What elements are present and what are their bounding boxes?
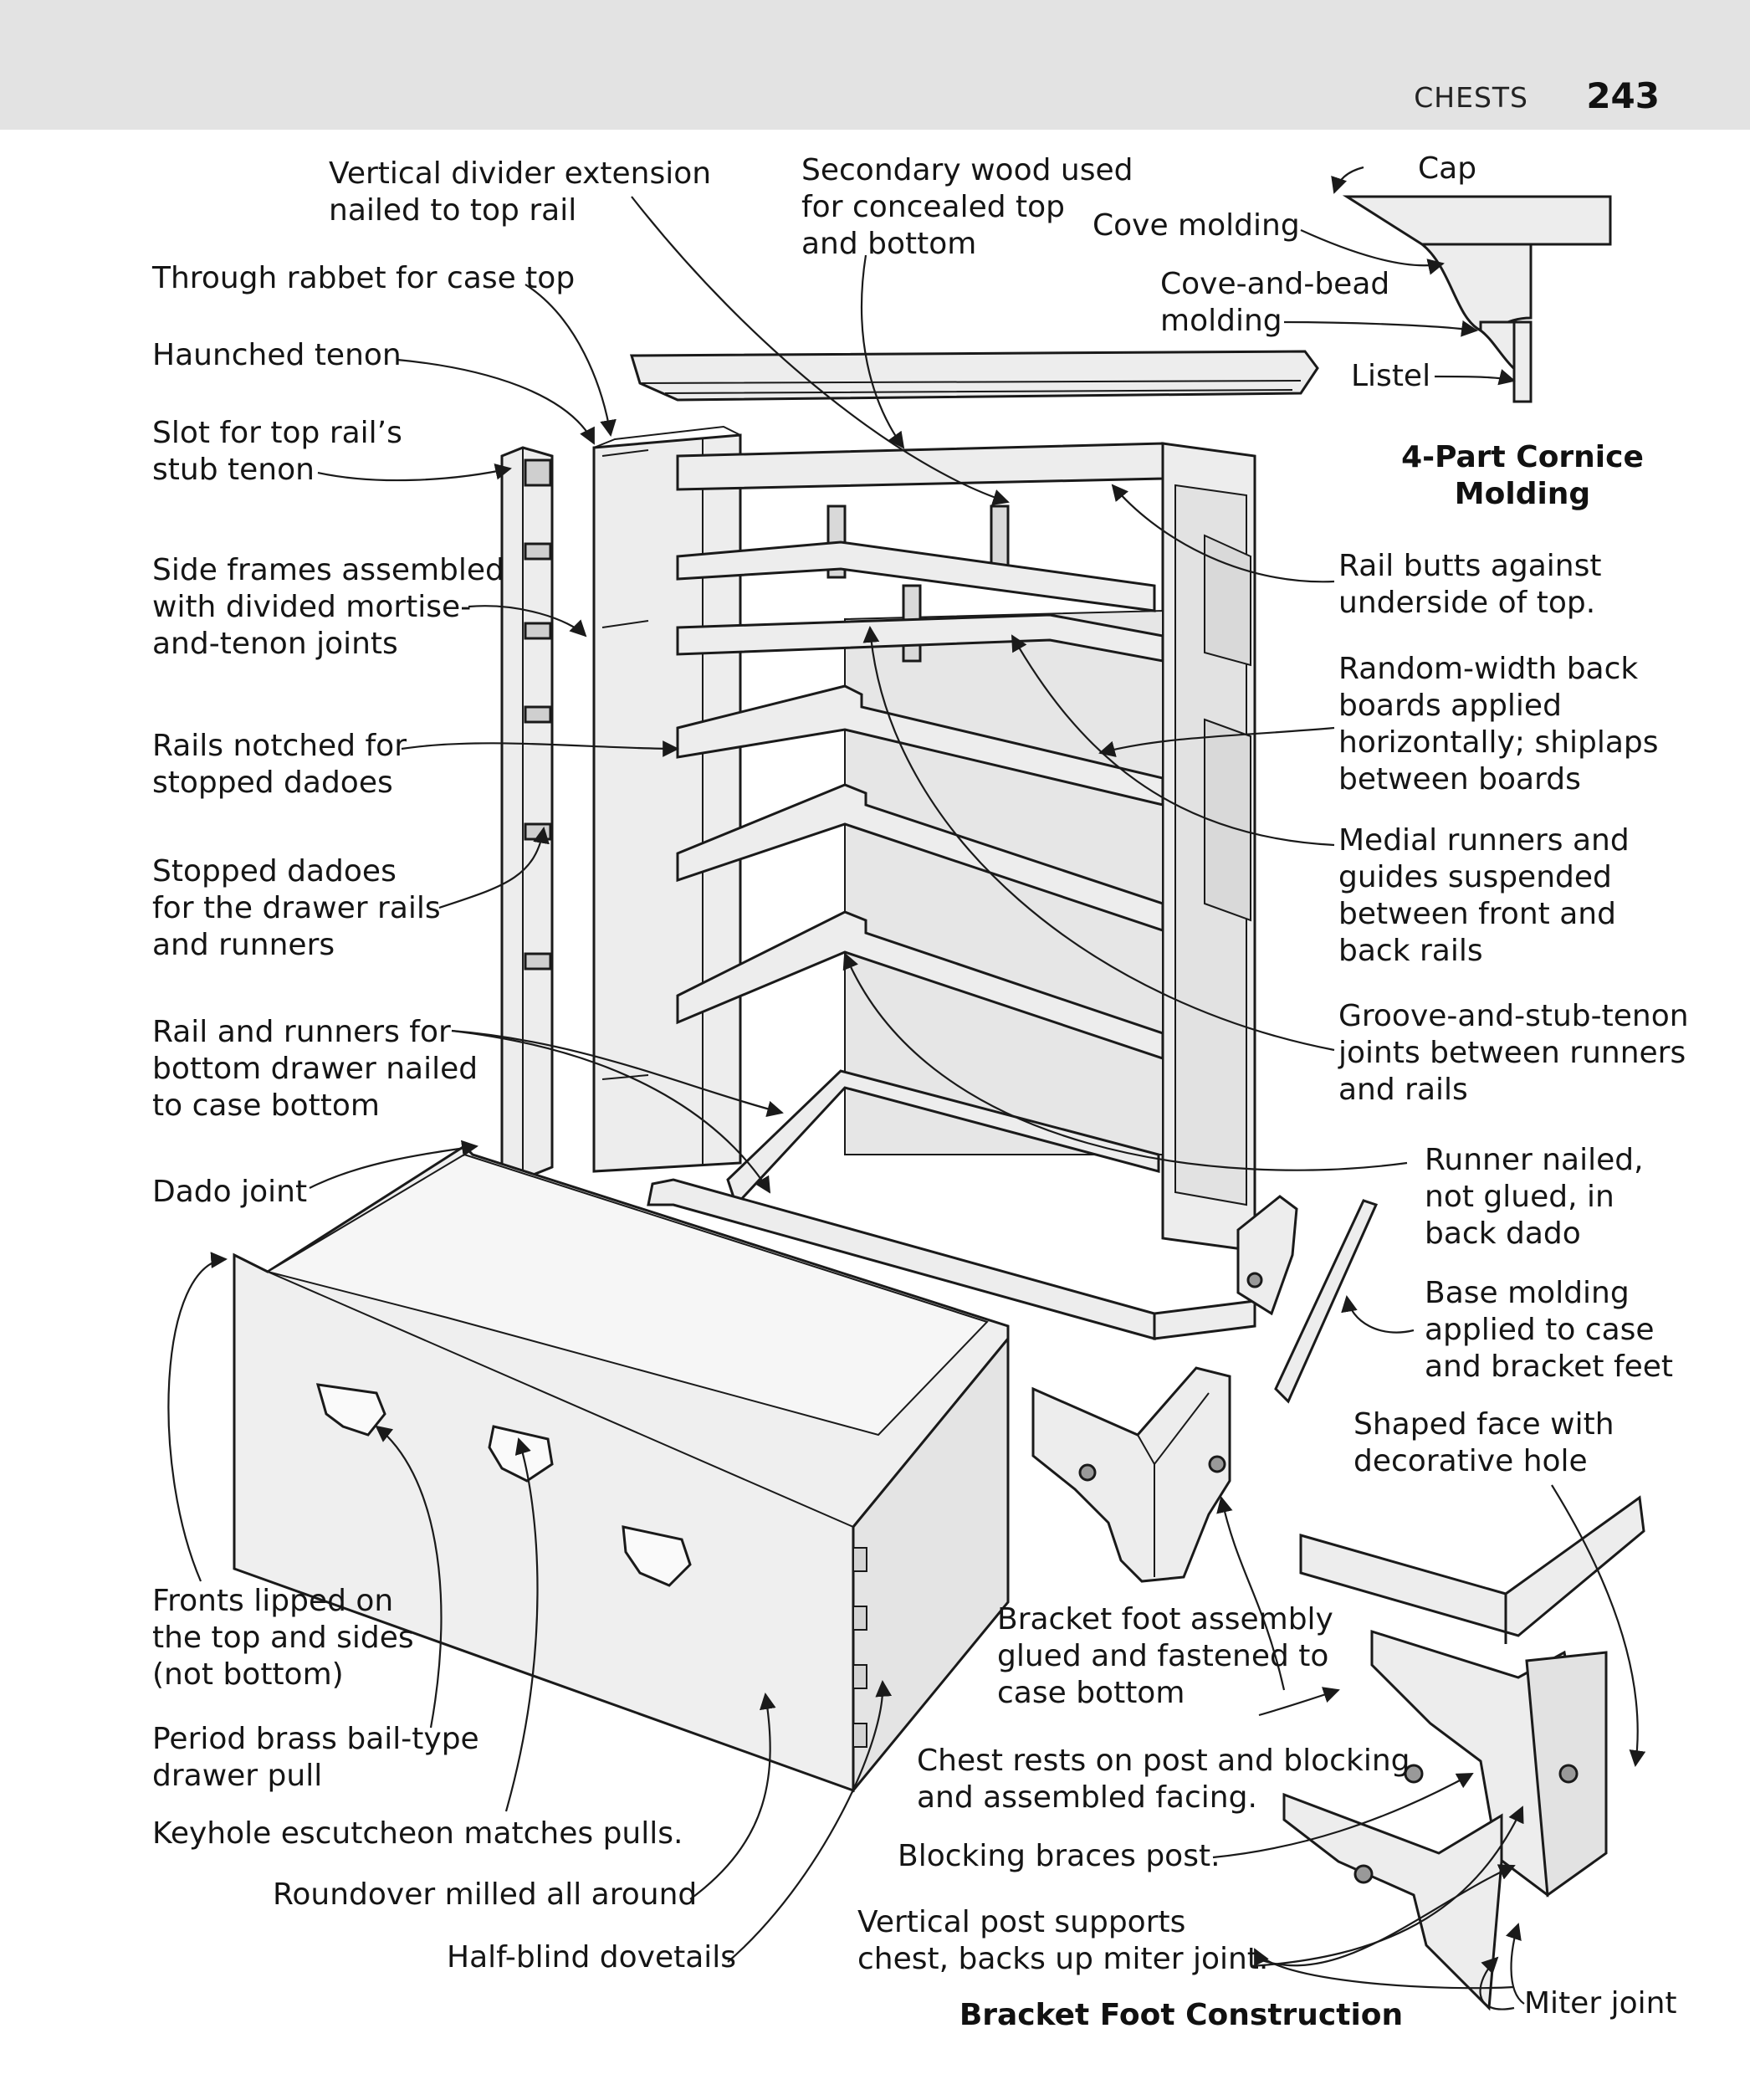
label-side-frames: Side frames assembled with divided morti… <box>152 553 504 661</box>
label-cove: Cove molding <box>1092 208 1300 243</box>
label-slot-top-rail: Slot for top rail’s stub tenon <box>152 416 402 487</box>
bracket-foot-assembly <box>1031 1366 1231 1583</box>
label-rail-runners-bottom: Rail and runners for bottom drawer naile… <box>152 1015 478 1123</box>
label-blocking: Blocking braces post. <box>898 1839 1220 1873</box>
label-listel: Listel <box>1351 359 1431 393</box>
label-through-rabbet: Through rabbet for case top <box>152 261 576 295</box>
caption-cornice: 4-Part Cornice Molding <box>1401 440 1644 511</box>
cornice-profile-detail <box>1342 195 1612 403</box>
side-panel <box>592 425 742 1173</box>
cornice-top-molding <box>629 350 1319 402</box>
label-runner-nailed: Runner nailed, not glued, in back dado <box>1425 1143 1644 1251</box>
label-dado-joint: Dado joint <box>152 1175 308 1209</box>
label-vertical-divider: Vertical divider extension nailed to top… <box>329 156 712 228</box>
caption-bracket-foot-construction: Bracket Foot Construction <box>959 1998 1404 2032</box>
label-base-molding: Base molding applied to case and bracket… <box>1425 1276 1674 1384</box>
label-shaped-face: Shaped face with decorative hole <box>1353 1407 1614 1478</box>
bracket-foot-construction-detail <box>1282 1495 1645 2011</box>
label-miter-joint: Miter joint <box>1524 1986 1677 2021</box>
label-cove-bead: Cove-and-bead molding <box>1160 267 1390 338</box>
label-bracket-foot: Bracket foot assembly glued and fastened… <box>997 1602 1333 1710</box>
label-roundover: Roundover milled all around <box>273 1877 698 1912</box>
label-rails-notched: Rails notched for stopped dadoes <box>152 729 407 800</box>
label-vertical-post: Vertical post supports chest, backs up m… <box>857 1905 1269 1976</box>
page-number: 243 <box>1586 75 1660 116</box>
label-haunched-tenon: Haunched tenon <box>152 338 402 372</box>
label-half-blind: Half-blind dovetails <box>447 1940 737 1975</box>
label-medial-runners: Medial runners and guides suspended betw… <box>1338 823 1630 968</box>
label-secondary-wood: Secondary wood used for concealed top an… <box>801 153 1133 261</box>
label-back-boards: Random-width back boards applied horizon… <box>1338 652 1659 796</box>
drawer <box>233 1145 1010 1795</box>
label-brass-pull: Period brass bail-type drawer pull <box>152 1722 479 1793</box>
label-stopped-dadoes: Stopped dadoes for the drawer rails and … <box>152 854 441 962</box>
label-keyhole: Keyhole escutcheon matches pulls. <box>152 1816 683 1851</box>
leader-lines <box>167 166 1646 2010</box>
label-chest-rests: Chest rests on post and blocking and ass… <box>917 1744 1410 1815</box>
case-bottom-and-base <box>647 1178 1298 1340</box>
label-rail-butts: Rail butts against underside of top. <box>1338 549 1602 620</box>
label-fronts-lipped: Fronts lipped on the top and sides (not … <box>152 1584 414 1692</box>
page-header: CHESTS 243 <box>0 0 1750 130</box>
left-side-frame-post <box>500 446 554 1177</box>
base-molding-strip <box>1274 1199 1379 1404</box>
section-name: CHESTS <box>1414 81 1528 114</box>
label-cap: Cap <box>1418 151 1477 186</box>
label-groove-stub: Groove-and-stub-tenon joints between run… <box>1338 999 1689 1107</box>
drawer-rails <box>676 540 1164 1207</box>
